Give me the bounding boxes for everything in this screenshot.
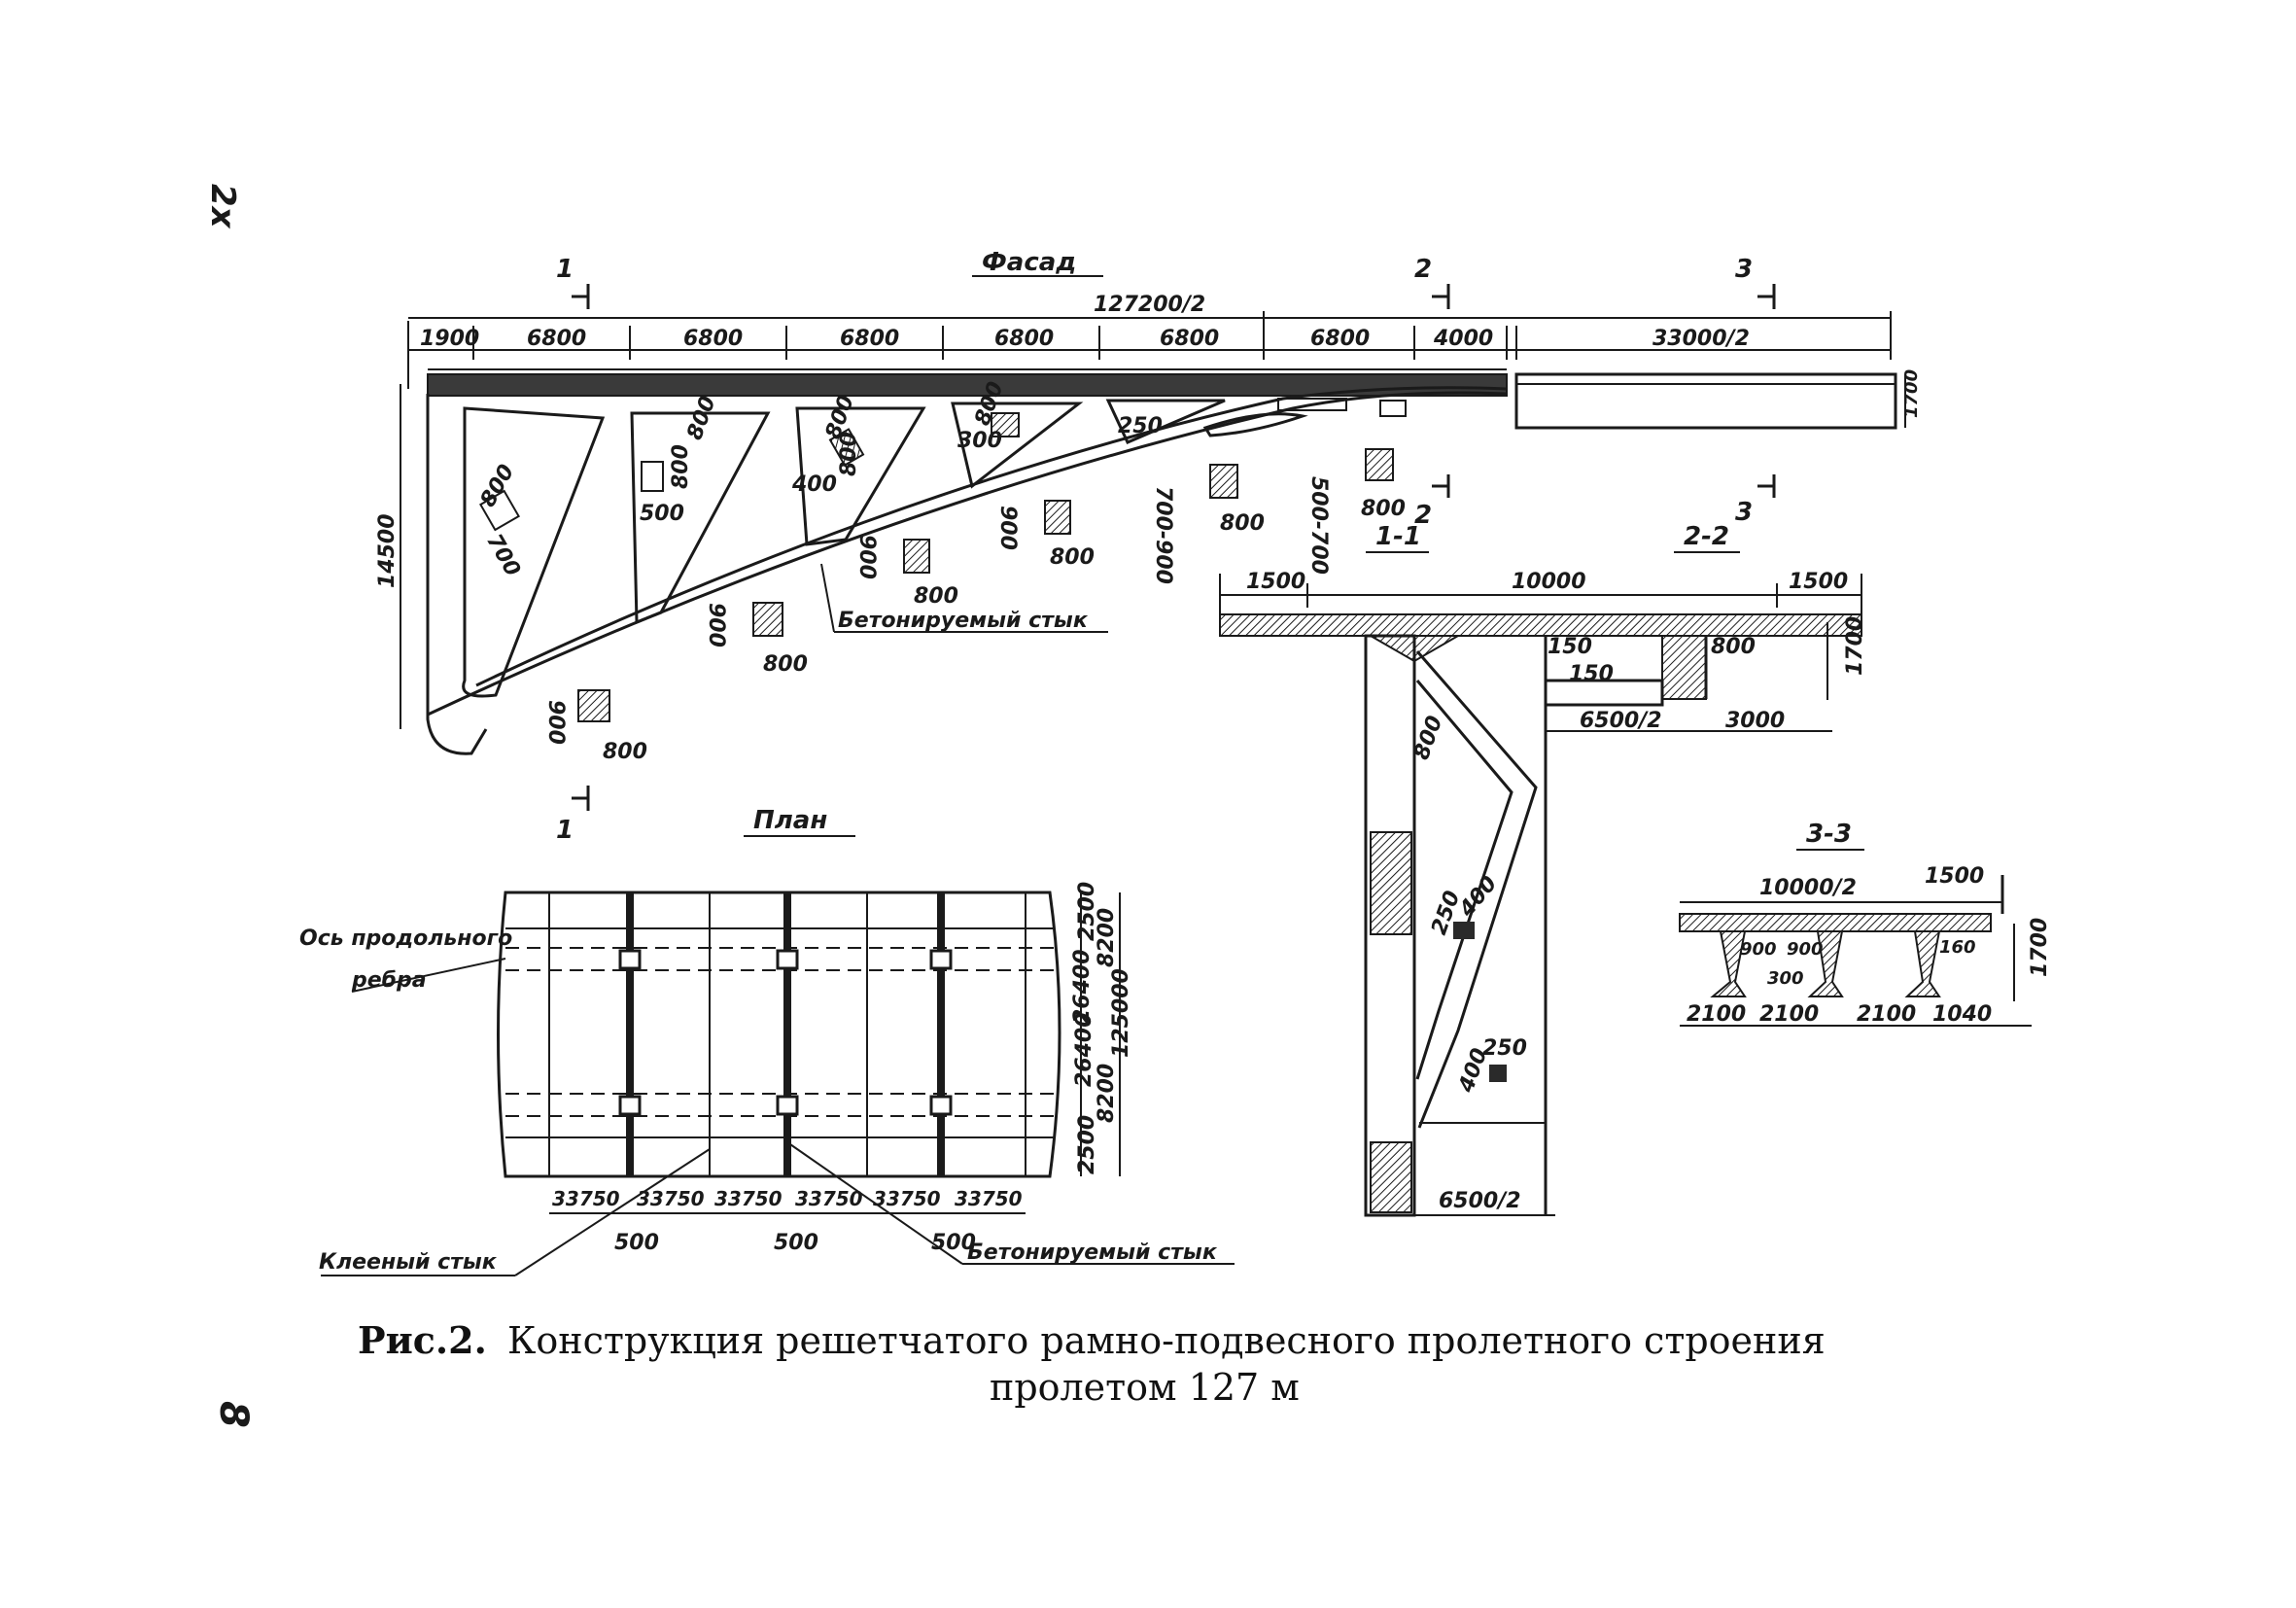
plan-concrete-joint: Бетонируемый стык bbox=[967, 1241, 1218, 1265]
facade-label-500-700: 500-700 bbox=[1306, 476, 1331, 575]
facade-dim-4: 6800 bbox=[840, 327, 899, 351]
plan-dim-r2: 8200 bbox=[1095, 908, 1119, 967]
facade-label-800i: 800 bbox=[1050, 545, 1095, 570]
caption-line-2: пролетом 127 м bbox=[990, 1366, 1300, 1409]
facade-dim-1: 1900 bbox=[420, 327, 479, 351]
plan-title: План bbox=[753, 806, 827, 835]
section-3-3-title: 3-3 bbox=[1806, 820, 1852, 849]
plan-dim-b5: 33750 bbox=[873, 1187, 941, 1210]
s11-dim-800b: 800 bbox=[1711, 635, 1756, 659]
plan-dim-b2: 33750 bbox=[637, 1187, 705, 1210]
facade-dim-8: 4000 bbox=[1433, 327, 1493, 351]
s33-dim-2100a: 2100 bbox=[1687, 1002, 1746, 1027]
plan-joint-500b: 500 bbox=[774, 1231, 818, 1255]
s11-dim-6500a: 6500/2 bbox=[1439, 1189, 1521, 1213]
plan-dim-b1: 33750 bbox=[552, 1187, 620, 1210]
cut-mark-2-top: 2 bbox=[1414, 255, 1432, 284]
caption-prefix: Рис.2. bbox=[358, 1318, 487, 1362]
facade-joint-label: Бетонируемый стык bbox=[838, 609, 1089, 633]
facade-label-800c: 800 bbox=[682, 393, 720, 443]
s33-dim-300: 300 bbox=[1767, 968, 1804, 989]
facade-label-800l: 800 bbox=[603, 740, 647, 764]
s11-dim-250b: 250 bbox=[1482, 1036, 1527, 1061]
margin-mark: 2х bbox=[203, 184, 242, 229]
plan-dim-b6: 33750 bbox=[955, 1187, 1023, 1210]
facade-dim-3: 6800 bbox=[683, 327, 743, 351]
page-number: 8 bbox=[211, 1401, 256, 1428]
plan-dim-b4: 33750 bbox=[795, 1187, 863, 1210]
facade-dim-7: 6800 bbox=[1310, 327, 1370, 351]
plan-dim-b3: 33750 bbox=[714, 1187, 783, 1210]
facade-label-800j: 800 bbox=[914, 584, 958, 609]
cut-mark-1-top: 1 bbox=[556, 255, 574, 284]
s11-dim-150b: 150 bbox=[1569, 662, 1614, 686]
plan-glued-joint: Клееный стык bbox=[319, 1250, 498, 1275]
plan-view: План bbox=[299, 806, 1235, 1276]
facade-dim-6: 6800 bbox=[1160, 327, 1219, 351]
facade-label-500: 500 bbox=[640, 502, 684, 526]
s11-dim-1500b: 1500 bbox=[1789, 570, 1848, 594]
plan-dim-r3: 26400 bbox=[1070, 949, 1095, 1024]
cut-mark-3-top: 3 bbox=[1735, 255, 1753, 284]
s33-dim-1700: 1700 bbox=[2028, 918, 2052, 977]
facade-deck-height: 1700 bbox=[1901, 369, 1922, 418]
facade-label-700-900: 700-900 bbox=[1151, 486, 1175, 584]
section-3-3-view: 3-3 10000/2 1500 900 900 160 300 1700 21… bbox=[1679, 820, 2052, 1027]
plan-dim-r7: 2500 bbox=[1075, 1115, 1099, 1174]
facade-height-dim: 14500 bbox=[375, 513, 400, 588]
plan-dim-r4: 125000 bbox=[1109, 968, 1133, 1058]
facade-label-900a: 900 bbox=[995, 506, 1020, 550]
plan-axis-label-1: Ось продольного bbox=[299, 926, 512, 951]
facade-dim-9: 33000/2 bbox=[1652, 327, 1750, 351]
facade-label-900d: 900 bbox=[543, 700, 568, 745]
s11-dim-400b: 400 bbox=[1454, 1045, 1493, 1097]
facade-label-900b: 900 bbox=[854, 535, 879, 579]
caption-line-1: Конструкция решетчатого рамно-подвесного… bbox=[507, 1319, 1826, 1362]
facade-label-800k: 800 bbox=[763, 652, 808, 677]
facade-dim-5: 6800 bbox=[994, 327, 1054, 351]
plan-dim-r5: 26400 bbox=[1072, 1012, 1096, 1087]
s11-dim-1500a: 1500 bbox=[1246, 570, 1305, 594]
facade-title: Фасад bbox=[982, 248, 1076, 277]
s33-dim-2100b: 2100 bbox=[1759, 1002, 1819, 1027]
facade-label-800a: 800 bbox=[476, 461, 520, 511]
s33-dim-900b: 900 bbox=[1787, 939, 1824, 960]
facade-label-800b: 800 bbox=[669, 444, 693, 489]
plan-dim-r1: 2500 bbox=[1075, 882, 1099, 941]
facade-label-300: 300 bbox=[957, 429, 1002, 453]
s11-dim-6500b: 6500/2 bbox=[1580, 709, 1662, 733]
facade-label-800g: 800 bbox=[1361, 497, 1406, 521]
facade-dim-2: 6800 bbox=[527, 327, 586, 351]
section-1-1-title: 1-1 bbox=[1375, 522, 1421, 551]
plan-joint-500a: 500 bbox=[614, 1231, 659, 1255]
s11-dim-3000: 3000 bbox=[1725, 709, 1785, 733]
facade-label-800e: 800 bbox=[837, 432, 861, 476]
cut-mark-2-bottom: 2 bbox=[1414, 501, 1432, 530]
facade-label-800h: 800 bbox=[1220, 511, 1265, 536]
facade-label-900c: 900 bbox=[704, 603, 728, 647]
cut-mark-1-bottom: 1 bbox=[556, 816, 574, 845]
s11-dim-10000: 10000 bbox=[1512, 570, 1586, 594]
facade-label-400: 400 bbox=[791, 472, 837, 497]
figure-caption: Рис.2. Конструкция решетчатого рамно-под… bbox=[358, 1318, 1826, 1409]
facade-label-250: 250 bbox=[1118, 414, 1163, 438]
s33-dim-1040: 1040 bbox=[1932, 1002, 1992, 1027]
cut-mark-3-bottom: 3 bbox=[1735, 498, 1753, 527]
s33-dim-10000: 10000/2 bbox=[1759, 876, 1857, 900]
s11-dim-150a: 150 bbox=[1548, 635, 1592, 659]
s33-dim-2100c: 2100 bbox=[1857, 1002, 1916, 1027]
plan-dim-r6: 8200 bbox=[1095, 1064, 1119, 1123]
facade-label-700: 700 bbox=[481, 530, 525, 580]
section-2-2-title: 2-2 bbox=[1684, 522, 1729, 551]
section-1-1-view: 1-1 2-2 1500 10000 1500 800 250 400 250 … bbox=[1219, 522, 1867, 1217]
plan-joint-500c: 500 bbox=[931, 1231, 976, 1255]
s11-dim-1700: 1700 bbox=[1843, 616, 1867, 676]
s33-dim-1500: 1500 bbox=[1925, 864, 1984, 889]
s33-dim-900a: 900 bbox=[1740, 939, 1777, 960]
facade-view: Фасад 127200/2 1900 6800 6800 6800 6800 … bbox=[375, 248, 1922, 845]
s33-dim-160: 160 bbox=[1939, 937, 1976, 958]
facade-total-dim: 127200/2 bbox=[1094, 293, 1205, 317]
